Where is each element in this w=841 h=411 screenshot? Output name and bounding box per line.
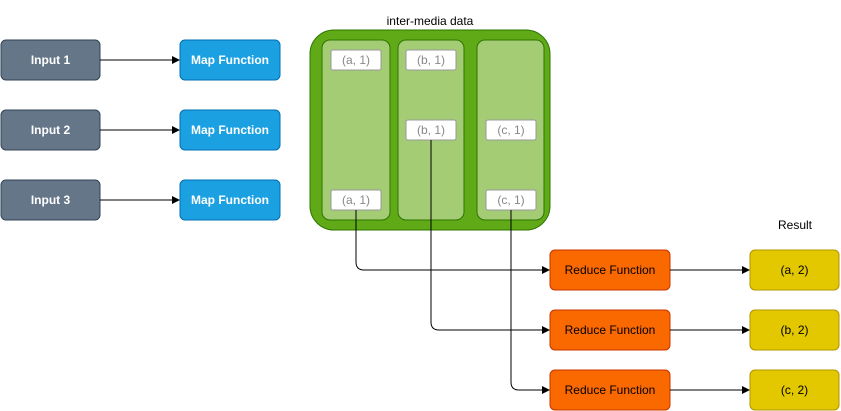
reduce-label-1: Reduce Function bbox=[565, 263, 656, 277]
pair-b-top[interactable]: (b, 1) bbox=[405, 49, 457, 71]
pair-c-bottom-label: (c, 1) bbox=[497, 193, 524, 207]
input-node-2[interactable]: Input 2 bbox=[0, 109, 101, 151]
result-label-1: (a, 2) bbox=[780, 263, 808, 277]
reduce-function-node-3[interactable]: Reduce Function bbox=[549, 369, 671, 411]
group-title: inter-media data bbox=[387, 14, 474, 28]
map-function-node-2[interactable]: Map Function bbox=[179, 109, 281, 151]
connector-b-reduce2 bbox=[430, 140, 550, 334]
map-label-2: Map Function bbox=[191, 123, 269, 137]
input-label-3: Input 3 bbox=[31, 193, 71, 207]
result-node-2[interactable]: (b, 2) bbox=[749, 309, 840, 351]
reduce-function-node-1[interactable]: Reduce Function bbox=[549, 249, 671, 291]
map-label-3: Map Function bbox=[191, 193, 269, 207]
connector-c-reduce3 bbox=[510, 210, 550, 394]
reduce-label-3: Reduce Function bbox=[565, 383, 656, 397]
pair-c-middle[interactable]: (c, 1) bbox=[485, 119, 537, 141]
input-label-2: Input 2 bbox=[31, 123, 71, 137]
result-node-1[interactable]: (a, 2) bbox=[749, 249, 840, 291]
pair-b-middle[interactable]: (b, 1) bbox=[405, 119, 457, 141]
pair-b-middle-label: (b, 1) bbox=[417, 123, 445, 137]
input-label-1: Input 1 bbox=[31, 53, 71, 67]
result-node-3[interactable]: (c, 2) bbox=[749, 369, 840, 411]
pair-a-bottom[interactable]: (a, 1) bbox=[330, 189, 382, 211]
map-label-1: Map Function bbox=[191, 53, 269, 67]
connector-a-reduce1 bbox=[355, 210, 550, 274]
input-node-3[interactable]: Input 3 bbox=[0, 179, 101, 221]
pair-a-top[interactable]: (a, 1) bbox=[330, 49, 382, 71]
pair-a-top-label: (a, 1) bbox=[342, 53, 370, 67]
map-function-node-3[interactable]: Map Function bbox=[179, 179, 281, 221]
pair-c-bottom[interactable]: (c, 1) bbox=[485, 189, 537, 211]
reduce-function-node-2[interactable]: Reduce Function bbox=[549, 309, 671, 351]
reduce-label-2: Reduce Function bbox=[565, 323, 656, 337]
pair-c-middle-label: (c, 1) bbox=[497, 123, 524, 137]
map-function-node-1[interactable]: Map Function bbox=[179, 39, 281, 81]
result-label-3: (c, 2) bbox=[781, 383, 808, 397]
input-node-1[interactable]: Input 1 bbox=[0, 39, 101, 81]
result-title: Result bbox=[778, 218, 813, 232]
pair-b-top-label: (b, 1) bbox=[417, 53, 445, 67]
pair-a-bottom-label: (a, 1) bbox=[342, 193, 370, 207]
result-label-2: (b, 2) bbox=[780, 323, 808, 337]
